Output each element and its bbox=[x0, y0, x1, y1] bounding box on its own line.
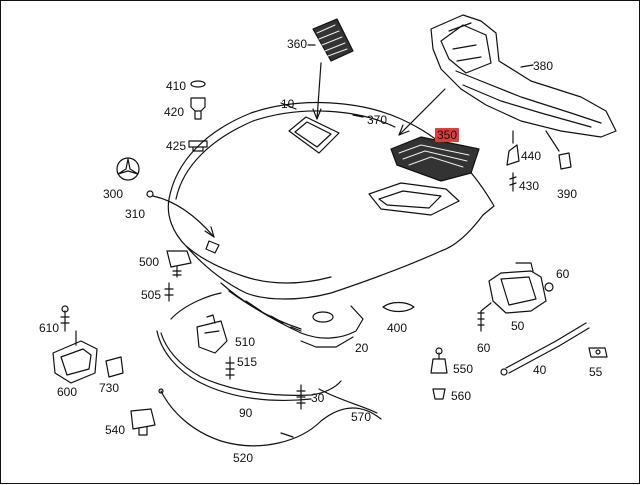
hood-scoop bbox=[368, 182, 460, 216]
label-560: 560 bbox=[451, 389, 472, 403]
stud-parts bbox=[188, 80, 208, 152]
label-550: 550 bbox=[453, 362, 474, 376]
screw-505 bbox=[164, 282, 174, 302]
label-420: 420 bbox=[164, 105, 185, 119]
label-40: 40 bbox=[533, 363, 547, 377]
label-730: 730 bbox=[99, 381, 120, 395]
label-520: 520 bbox=[233, 451, 254, 465]
label-540: 540 bbox=[105, 423, 126, 437]
label-510: 510 bbox=[235, 335, 256, 349]
screw-30 bbox=[296, 384, 306, 410]
cable-570 bbox=[318, 388, 378, 414]
seal-90 bbox=[156, 292, 342, 402]
badge-400 bbox=[382, 301, 415, 313]
label-425: 425 bbox=[166, 139, 187, 153]
cowl-panel-380 bbox=[430, 14, 617, 138]
label-370: 370 bbox=[367, 113, 388, 127]
label-390: 390 bbox=[557, 187, 578, 201]
latch-600 bbox=[52, 330, 98, 384]
hinge-50 bbox=[477, 262, 554, 332]
label-60-bottom: 60 bbox=[477, 341, 491, 355]
label-400: 400 bbox=[387, 321, 408, 335]
clip-550 bbox=[430, 347, 448, 374]
clip-730 bbox=[105, 356, 124, 378]
label-90: 90 bbox=[239, 406, 253, 420]
label-380: 380 bbox=[533, 59, 554, 73]
label-20: 20 bbox=[355, 341, 369, 355]
label-500: 500 bbox=[139, 255, 160, 269]
gas-strut-40 bbox=[500, 322, 590, 376]
label-440: 440 bbox=[521, 149, 542, 163]
bracket-500 bbox=[166, 250, 192, 278]
label-600: 600 bbox=[57, 385, 78, 399]
clip-560 bbox=[432, 388, 446, 400]
label-50: 50 bbox=[511, 319, 525, 333]
screw-610 bbox=[60, 305, 70, 332]
label-310: 310 bbox=[125, 207, 146, 221]
label-410: 410 bbox=[166, 79, 187, 93]
label-505: 505 bbox=[141, 288, 162, 302]
hood-panel bbox=[167, 102, 495, 348]
grille-350 bbox=[390, 136, 480, 182]
hood-vent-opening bbox=[288, 116, 340, 154]
label-430: 430 bbox=[519, 179, 540, 193]
label-60-top: 60 bbox=[556, 267, 570, 281]
small-parts-right bbox=[506, 130, 572, 192]
lock-510 bbox=[196, 314, 228, 354]
bolt-55 bbox=[588, 347, 608, 358]
screw-515 bbox=[225, 356, 235, 380]
label-300: 300 bbox=[103, 187, 124, 201]
label-515: 515 bbox=[237, 355, 258, 369]
clip-540 bbox=[130, 408, 156, 436]
label-30: 30 bbox=[311, 391, 325, 405]
part-310 bbox=[146, 190, 220, 254]
label-350-highlighted: 350 bbox=[435, 128, 460, 142]
label-360: 360 bbox=[287, 37, 308, 51]
cable-520 bbox=[158, 388, 382, 447]
label-570: 570 bbox=[351, 410, 372, 424]
label-610: 610 bbox=[39, 321, 60, 335]
label-55: 55 bbox=[589, 365, 603, 379]
mesh-insert-360 bbox=[312, 18, 354, 120]
star-emblem bbox=[116, 157, 140, 181]
label-10: 10 bbox=[281, 97, 295, 111]
